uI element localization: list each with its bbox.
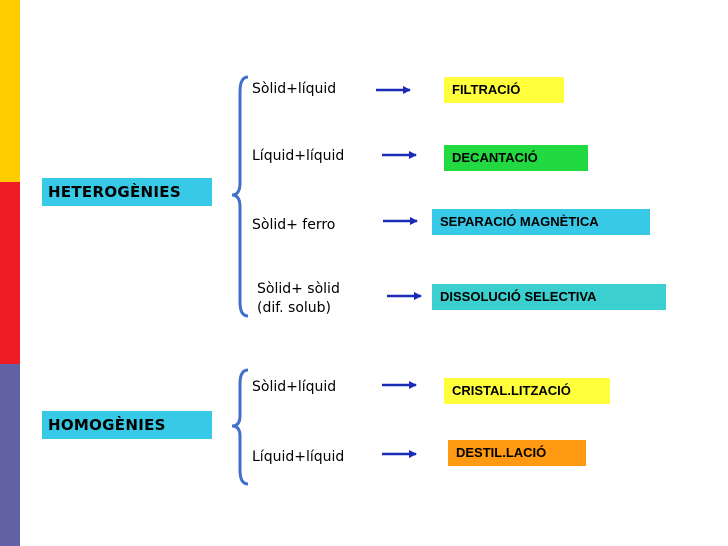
result-box-row-4: DISSOLUCIÓ SELECTIVA <box>432 284 666 310</box>
brace-heterogenies <box>231 75 249 318</box>
source-label-row-6: Líquid+líquid <box>252 449 345 465</box>
brace-homogenies <box>231 368 249 486</box>
source-label-row-5: Sòlid+líquid <box>252 379 337 395</box>
sidebar-stripe <box>0 0 20 546</box>
sidebar-segment-yellow <box>0 0 20 182</box>
result-box-row-3: SEPARACIÓ MAGNÈTICA <box>432 209 650 235</box>
category-homogenies: HOMOGÈNIES <box>42 411 212 439</box>
result-box-row-5: CRISTAL.LITZACIÓ <box>444 378 610 404</box>
result-box-row-2: DECANTACIÓ <box>444 145 588 171</box>
sidebar-segment-red <box>0 182 20 364</box>
source-label-row-3: Sòlid+ ferro <box>252 217 336 233</box>
category-heterogenies: HETEROGÈNIES <box>42 178 212 206</box>
source-label-row-1: Sòlid+líquid <box>252 81 337 97</box>
source-label-row-4: Sòlid+ sòlid <box>257 281 340 297</box>
source-label-row-2: Líquid+líquid <box>252 148 345 164</box>
result-box-row-1: FILTRACIÓ <box>444 77 564 103</box>
source-label-row-4-line2: (dif. solub) <box>257 300 332 316</box>
sidebar-segment-purple <box>0 364 20 546</box>
result-box-row-6: DESTIL.LACIÓ <box>448 440 586 466</box>
